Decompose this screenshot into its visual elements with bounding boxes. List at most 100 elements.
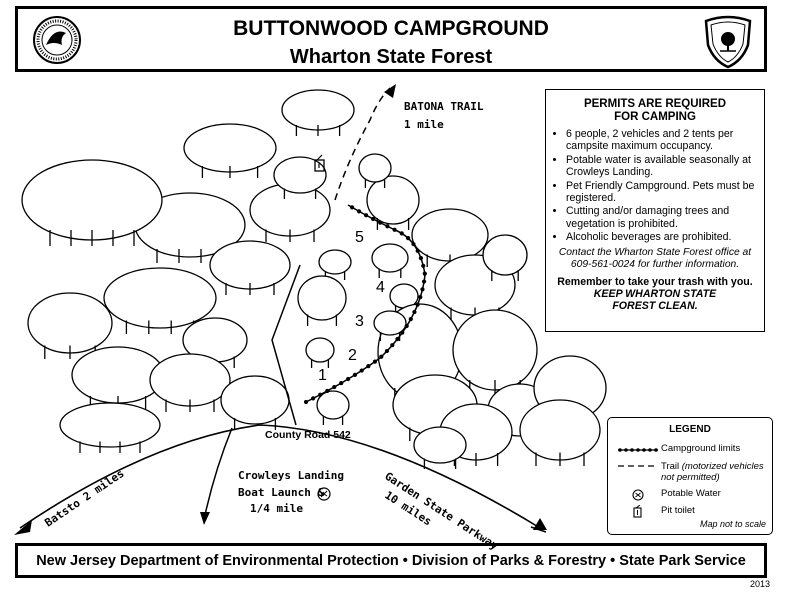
tree-cluster-group [21,89,607,469]
campground-limit-dot [363,213,369,218]
batsto-label: Batsto 2 miles [42,467,126,530]
site-number-5: 5 [355,229,364,246]
campground-limit-dot [405,236,411,241]
tree-cluster [358,153,392,183]
campground-limit-dot [415,302,420,307]
campground-limit-dot [379,354,384,359]
parkway-label-1: Garden State Parkway [382,470,500,553]
campground-limit-dot [303,399,309,405]
campground-limit-dot [325,388,330,394]
campground-limit-dot [390,343,395,348]
trail-symbol-icon [618,465,658,467]
permit-rule: Alcoholic beverages are prohibited. [566,231,756,243]
batona-trail-distance: 1 mile [404,118,444,131]
campground-access-road [271,264,301,426]
campground-limit-dot [412,309,417,315]
campground-limit-dot [371,216,376,222]
footer-box: New Jersey Department of Environmental P… [15,543,767,578]
division-of-parks-and-forestry-badge-icon [704,15,752,69]
keep-clean-line-2: FOREST CLEAN. [612,300,698,313]
tree-cluster [371,243,409,273]
tree-cluster [482,234,528,276]
campground-limit-dot [384,348,390,354]
permits-list: 6 people, 2 vehicles and 2 tents per cam… [554,128,756,244]
campground-limit-dot [352,372,358,377]
campground-limit-dot [339,380,344,386]
tree-cluster [413,426,467,464]
campground-limit-dot [318,392,323,397]
permit-rule: 6 people, 2 vehicles and 2 tents per cam… [566,128,756,153]
campground-limit-dot [418,295,423,300]
campground-limit-dot [399,231,404,236]
header-box: BUTTONWOOD CAMPGROUND Wharton State Fore… [15,6,767,72]
batona-trail [334,87,391,201]
trash-note: Remember to take your trash with you. [557,275,753,288]
county-road-label: County Road 542 [265,429,351,441]
site-number-4: 4 [376,279,385,296]
campground-limit-dot [420,287,425,292]
pit-toilet-symbol-icon [633,505,642,518]
campground-limit-dot [421,279,427,284]
tree-cluster [411,208,489,262]
tree-cluster [103,267,217,329]
tree-cluster [209,240,291,290]
campground-limit-dot [422,271,427,276]
campground-limit-dot [418,256,424,261]
site-number-2: 2 [348,347,357,364]
tree-cluster [21,159,163,241]
tree-cluster [281,89,355,131]
page-title: BUTTONWOOD CAMPGROUND [233,17,549,40]
permit-rule: Pet Friendly Campground. Pets must be re… [566,180,756,205]
tree-cluster [305,337,335,363]
campground-limit-dot [415,248,420,253]
parkway-arrow [533,518,547,530]
campground-limit-dot [400,330,405,335]
potable-water-symbol-icon [632,489,644,501]
map-scale-note: Map not to scale [699,519,766,529]
tree-cluster [316,390,350,420]
permit-rule: Potable water is available seasonally at… [566,154,756,179]
nj-environmental-protection-seal-icon [33,16,81,64]
campground-limit-dot [350,205,355,210]
batona-trail-label: BATONA TRAIL [404,100,484,113]
tree-cluster [273,156,327,194]
trail-arrow [384,84,396,98]
campground-limit-dot [378,220,383,225]
site-number-1: 1 [318,367,327,384]
legend-trail-label: Trail [661,461,680,472]
tree-cluster [149,353,231,407]
campground-limit-dots [303,205,427,405]
tree-cluster [59,402,161,448]
tree-cluster [519,399,601,461]
contact-info: Contact the Wharton State Forest office … [558,246,752,270]
permit-rule: Cutting and/or damaging trees and vegeta… [566,205,756,230]
permits-title-2: FOR CAMPING [614,111,696,123]
campground-limit-dot [385,224,390,229]
site-number-3: 3 [355,313,364,330]
tree-cluster [27,292,113,354]
tree-cluster [373,310,407,336]
footer-agency-text: New Jersey Department of Environmental P… [36,553,746,569]
boat-launch-label-2: Boat Launch & [238,486,324,499]
batsto-arrow [14,520,32,535]
campground-limits-symbol-icon [618,448,658,452]
campground-limit-dot [359,368,364,373]
boat-launch-arrow [200,512,210,525]
legend-trail-note: (motorized vehicles not permitted) [661,461,764,483]
boat-launch-label-3: 1/4 mile [250,502,303,515]
campground-limit-dot [311,396,316,401]
boat-launch-road [204,427,233,516]
tree-cluster [220,375,290,425]
legend-water-label: Potable Water [661,488,721,499]
legend-box: LEGEND Campground limits Trail (motorize… [607,417,773,535]
tree-cluster [297,275,347,321]
pit-toilet-icon [314,154,325,172]
tree-cluster [366,175,420,225]
campground-limit-dot [404,323,409,329]
tree-cluster [183,123,277,173]
potable-water-icon [317,487,331,501]
boat-launch-label-1: Crowleys Landing [238,469,344,482]
county-road-542 [19,424,541,529]
